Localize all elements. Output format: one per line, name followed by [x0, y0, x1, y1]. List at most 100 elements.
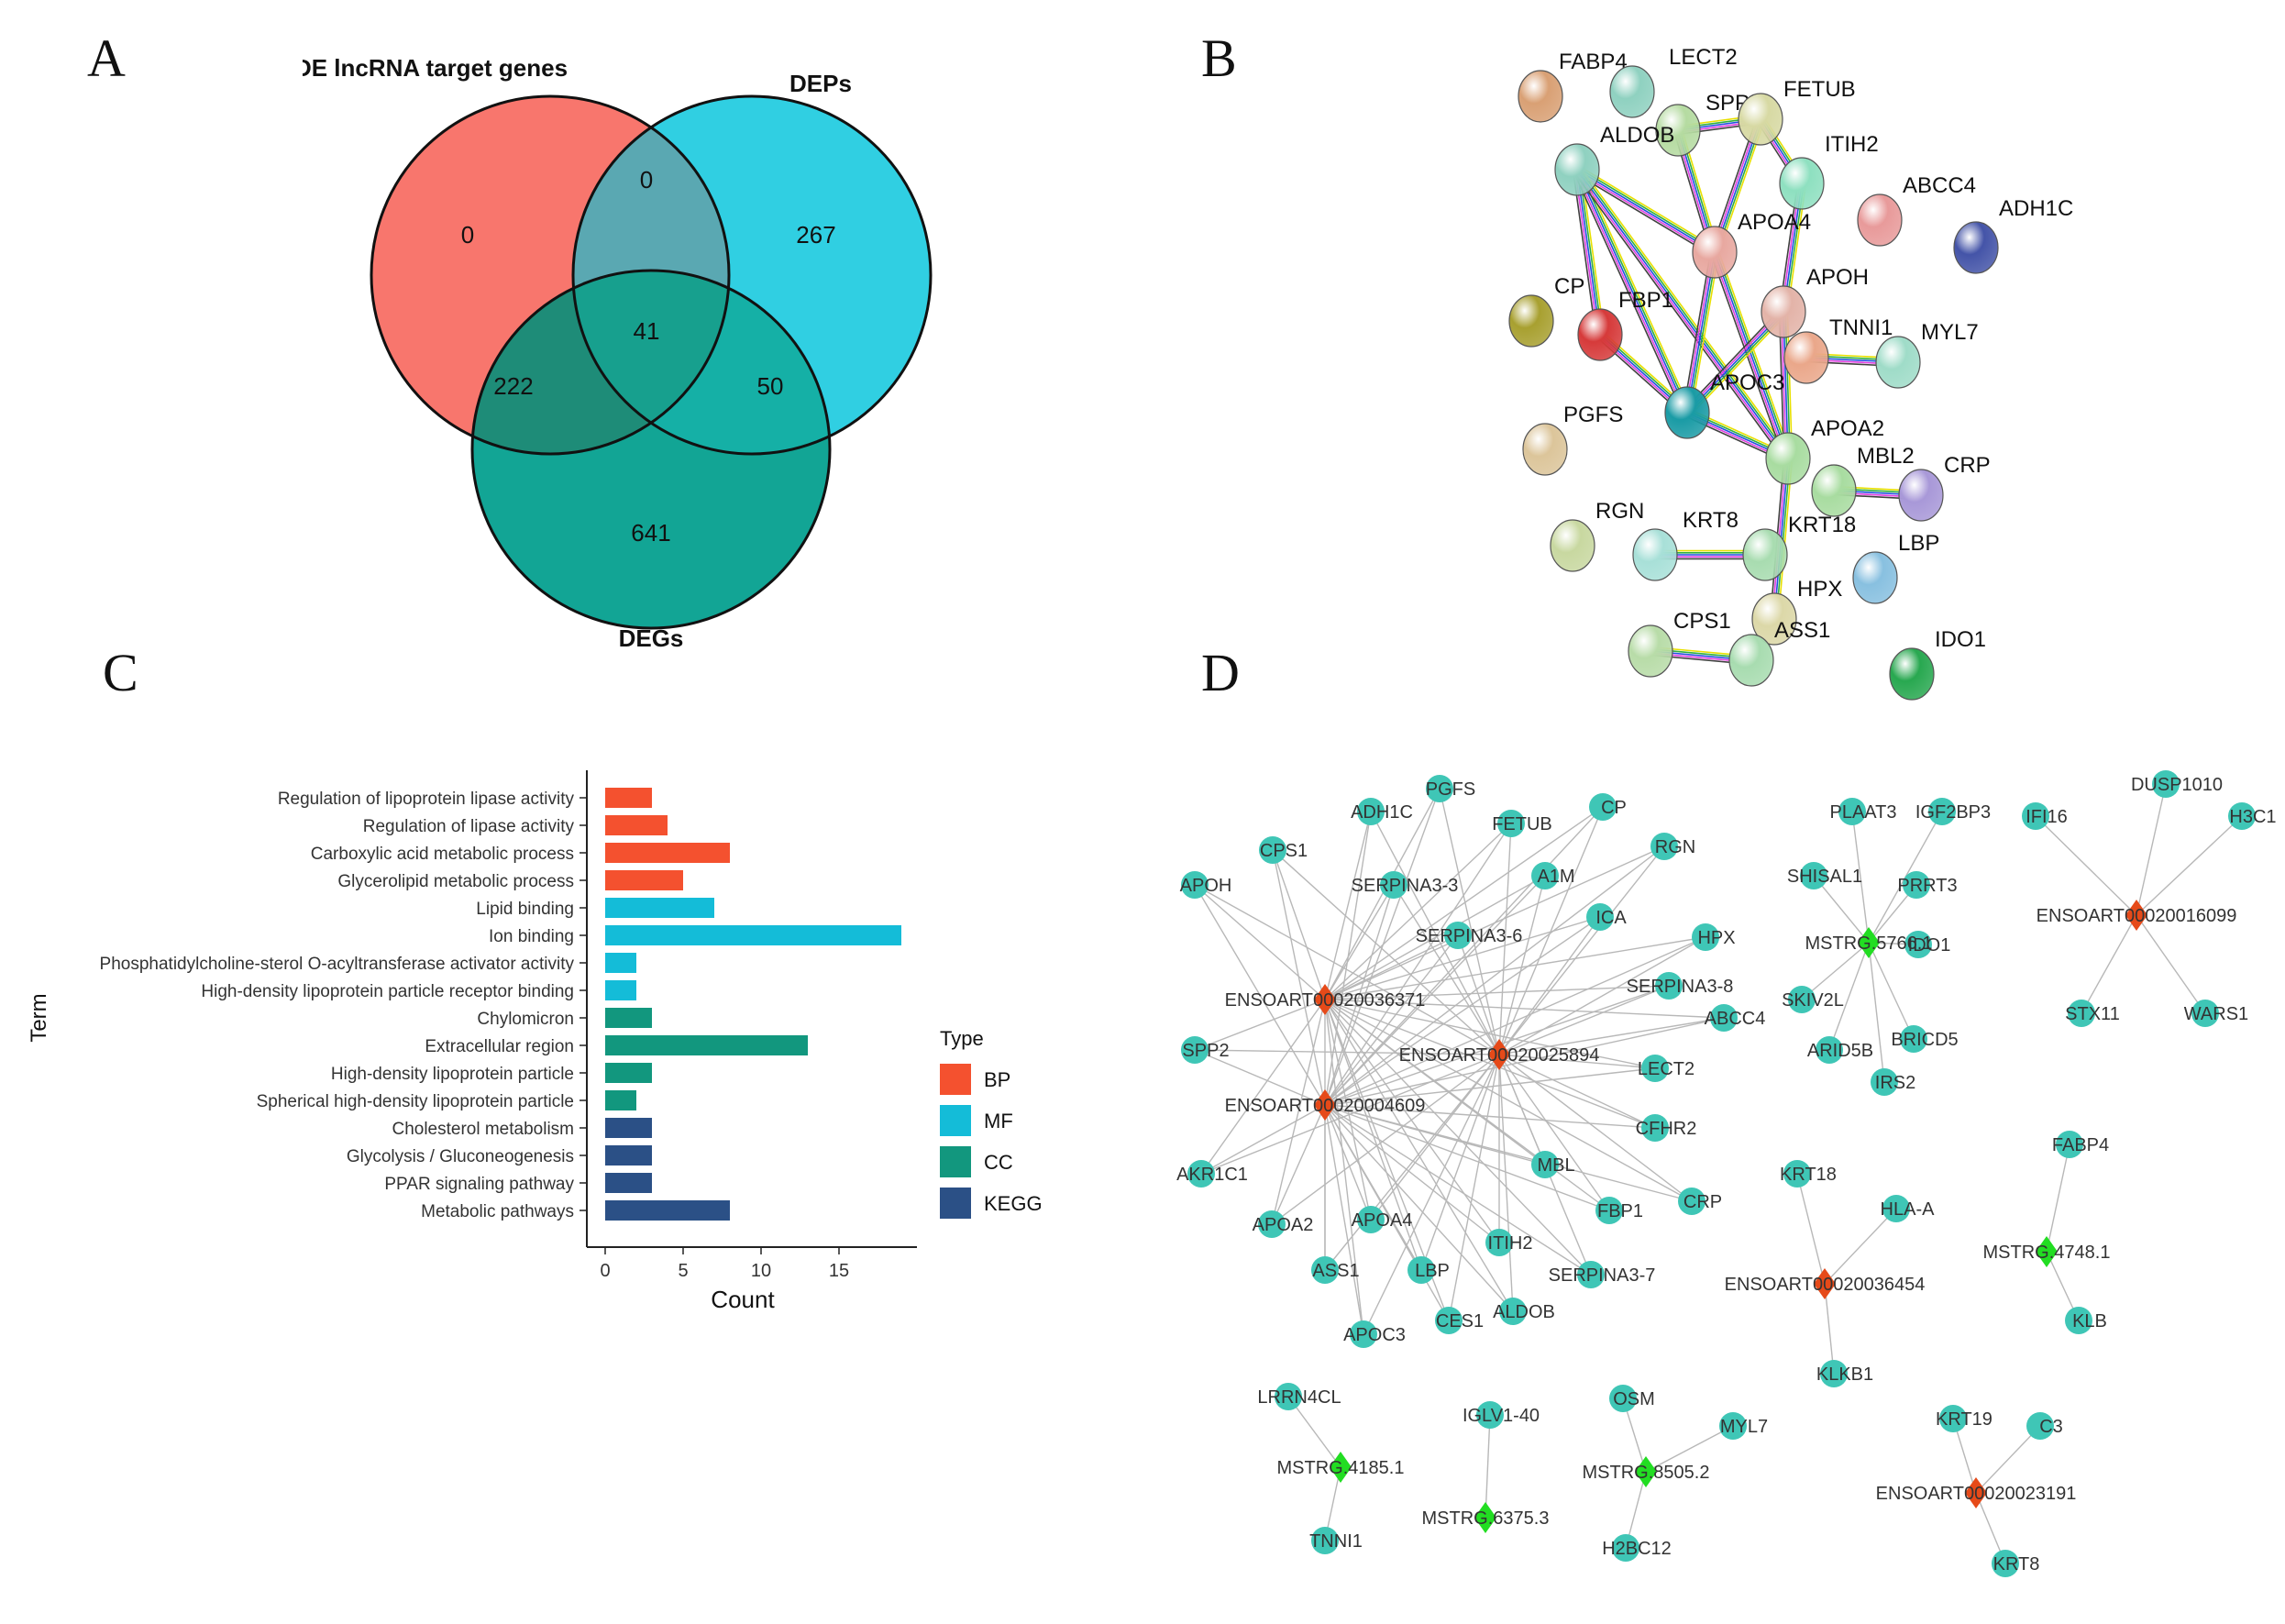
network-edge — [1194, 884, 1326, 1106]
network-edge — [1578, 168, 1791, 458]
target-node — [1311, 1256, 1339, 1284]
network-node — [1577, 308, 1623, 361]
network-node-label: APOC3 — [1710, 370, 1784, 395]
target-node-label: FBP1 — [1597, 1201, 1643, 1221]
network-edge — [1690, 252, 1720, 414]
network-edge — [1498, 916, 1601, 1055]
network-node — [1550, 519, 1595, 572]
venn-region-value: 41 — [634, 317, 660, 345]
network-edge — [1324, 999, 1693, 1202]
network-edge — [1576, 169, 1601, 336]
target-node — [1499, 1298, 1527, 1325]
network-node — [1738, 93, 1783, 146]
network-node-label: RGN — [1595, 499, 1644, 524]
network-node — [1783, 331, 1829, 384]
hub-node — [1965, 1477, 1987, 1508]
network-edge — [1498, 985, 1670, 1055]
target-node-label: FABP4 — [2052, 1135, 2109, 1155]
venn-set-label: DEPs — [789, 70, 852, 97]
network-node-label: FABP4 — [1559, 50, 1628, 74]
target-node — [2056, 1131, 2083, 1158]
network-edge — [1498, 1054, 1514, 1312]
network-edge — [1324, 999, 1514, 1312]
network-edge — [1574, 170, 1599, 336]
bar — [605, 953, 636, 973]
x-tick-label: 0 — [600, 1261, 610, 1281]
network-node-label: ALDOB — [1600, 123, 1674, 148]
target-node — [1788, 986, 1816, 1013]
network-edge — [1498, 823, 1512, 1055]
network-node-label: ADH1C — [1999, 196, 2073, 221]
network-edge — [1324, 1104, 1500, 1243]
target-node — [1350, 1320, 1377, 1348]
target-node-label: HLA-A — [1881, 1199, 1936, 1220]
bar — [605, 1090, 636, 1110]
network-edge — [1775, 458, 1791, 620]
venn-outline-0 — [370, 94, 731, 456]
network-edge — [1363, 1054, 1500, 1335]
venn-region-value: 0 — [461, 221, 474, 249]
network-edge — [1194, 1049, 1500, 1055]
network-edge — [1271, 999, 1326, 1225]
network-edge — [1324, 875, 1546, 1106]
network-edge — [1439, 788, 1500, 1055]
network-edge — [1485, 1414, 1491, 1519]
network-edge — [1324, 916, 1601, 1106]
target-node-label: OSM — [1613, 1389, 1655, 1409]
hub-node-label: ENSOART00020036454 — [1725, 1275, 1926, 1295]
network-node-label: APOA2 — [1811, 416, 1884, 441]
target-node — [1357, 1206, 1385, 1233]
target-node — [1871, 1068, 1898, 1096]
network-edge — [1324, 823, 1512, 1000]
target-node-label: ALDOB — [1493, 1302, 1555, 1322]
target-node-label: MBL — [1537, 1155, 1574, 1176]
network-edge — [1324, 788, 1441, 1106]
target-node-label: KRT8 — [1993, 1554, 2040, 1574]
target-node — [2191, 1000, 2219, 1027]
target-node-label: APOA4 — [1352, 1210, 1413, 1231]
network-edge — [1498, 1054, 1656, 1069]
enrichment-bar-chart: Regulation of lipoprotein lipase activit… — [27, 770, 1043, 1313]
target-node-label: LRRN4CL — [1257, 1387, 1341, 1408]
target-node-label: ABCC4 — [1705, 1009, 1766, 1029]
legend-swatch — [940, 1188, 971, 1219]
target-node — [2026, 1412, 2054, 1440]
target-node — [1650, 833, 1678, 860]
network-node — [1728, 634, 1774, 687]
network-node-label: LBP — [1898, 531, 1939, 556]
y-tick-label: Chylomicron — [477, 1010, 574, 1029]
network-edge — [1688, 252, 1717, 414]
target-node — [2068, 1000, 2095, 1027]
network-edge — [1324, 806, 1604, 1000]
network-edge — [1716, 250, 1791, 458]
network-edge — [1576, 169, 1688, 414]
network-edge — [2035, 815, 2137, 916]
hub-node-label: ENSOART00020025894 — [1399, 1045, 1600, 1066]
network-node-label: IDO1 — [1935, 627, 1986, 652]
network-edge — [1717, 250, 1793, 458]
network-edge — [1324, 1104, 1592, 1276]
network-node — [1953, 221, 1999, 274]
network-edge — [1194, 999, 1326, 1051]
network-edge — [2136, 815, 2243, 916]
network-edge — [1324, 811, 1372, 1000]
network-edge — [1194, 1049, 1326, 1106]
target-node — [1181, 871, 1209, 899]
target-node-label: IFI16 — [2026, 807, 2068, 827]
network-node — [1522, 423, 1568, 476]
y-tick-label: PPAR signaling pathway — [384, 1175, 574, 1194]
network-node — [1898, 469, 1944, 522]
network-edge — [1777, 458, 1794, 620]
network-edge — [1712, 252, 1787, 460]
network-edge — [1580, 167, 1692, 412]
network-edge — [1575, 171, 1715, 255]
hub-node-label: MSTRG.5766.1 — [1805, 934, 1933, 954]
bar — [605, 1008, 652, 1028]
y-tick-label: Glycerolipid metabolic process — [337, 872, 574, 891]
target-node — [1612, 1534, 1639, 1562]
panel-letter-a: A — [87, 28, 126, 88]
target-node — [1816, 1036, 1843, 1064]
network-edge — [1324, 788, 1441, 1000]
network-edge — [1824, 1283, 1835, 1375]
